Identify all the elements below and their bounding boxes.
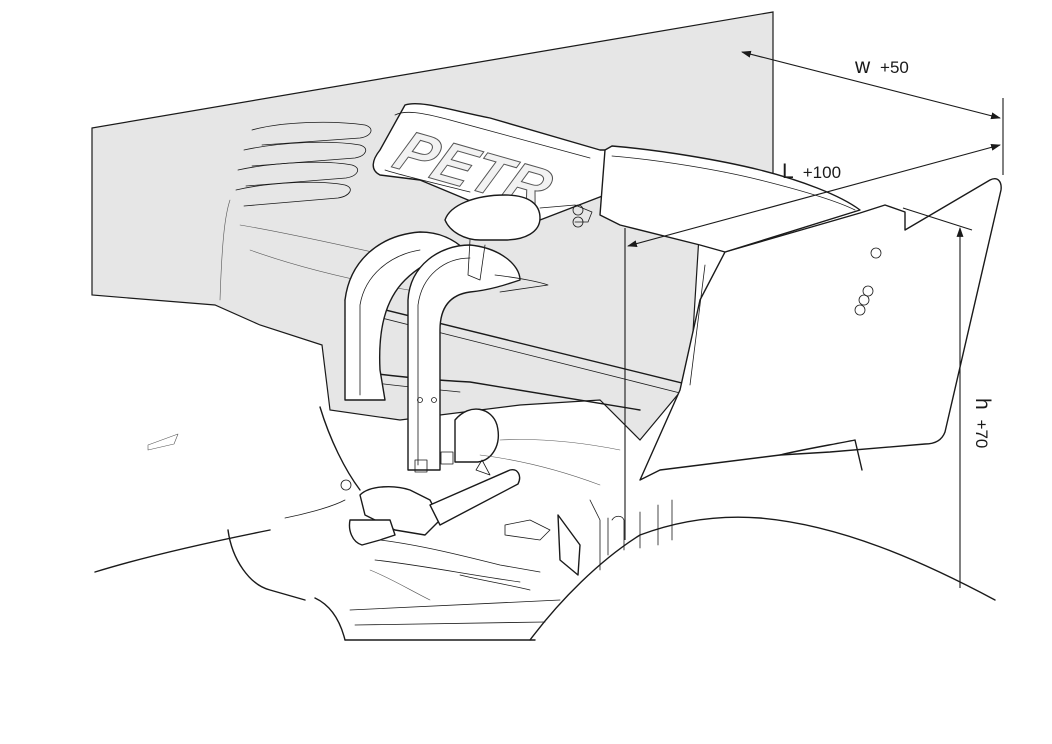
svg-text:L +100: L +100 (782, 160, 841, 183)
height-tolerance: +70 (972, 420, 991, 449)
bodywork (94, 406, 996, 641)
dimension-width: w +50 (741, 50, 1004, 175)
drs-actuator (444, 194, 593, 293)
svg-text:h +70: h +70 (971, 398, 994, 448)
width-symbol: w (854, 55, 871, 78)
length-symbol: L (782, 160, 793, 183)
height-symbol: h (971, 398, 994, 410)
width-tolerance: +50 (880, 58, 909, 77)
svg-text:w +50: w +50 (854, 55, 909, 78)
lower-components (348, 439, 673, 601)
length-tolerance: +100 (803, 163, 841, 182)
dimension-height: h +70 (902, 207, 994, 588)
dimension-length: L +100 (624, 143, 1001, 540)
rear-wing-pylons (344, 231, 521, 476)
